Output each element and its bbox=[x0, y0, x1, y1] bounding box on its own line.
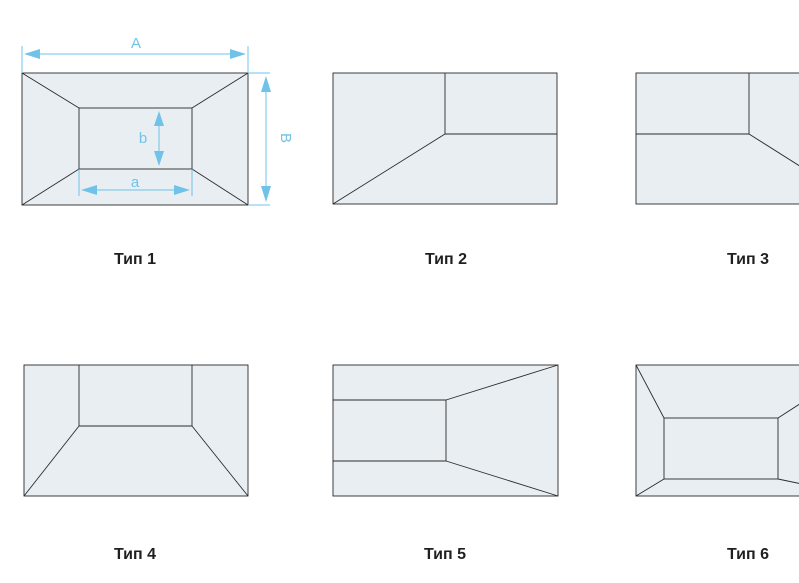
dimension-b-arrow-top bbox=[154, 111, 164, 126]
type-2-label: Тип 2 bbox=[425, 251, 467, 268]
type-4-outer-border bbox=[23, 364, 249, 497]
type-5-diagonal-bottom bbox=[445, 460, 559, 497]
type-3-outer-fill bbox=[636, 73, 799, 204]
type-4-outer-fill bbox=[24, 365, 248, 496]
dimension-a-label: a bbox=[131, 174, 140, 191]
dimension-B-arrow-top bbox=[261, 76, 271, 92]
type-5-label: Тип 5 bbox=[424, 546, 466, 563]
dimension-b-arrow-bottom bbox=[154, 151, 164, 166]
type-5-diagonal-top bbox=[445, 364, 559, 401]
type-6-label: Тип 6 bbox=[727, 546, 769, 563]
dimension-B: B bbox=[248, 72, 294, 206]
dimension-b-label: b bbox=[139, 130, 147, 147]
figure-type-2: Тип 2 bbox=[332, 72, 558, 268]
type-3-outer-border bbox=[635, 72, 799, 205]
type-6-diagonal-br bbox=[777, 478, 799, 484]
dimension-A-arrow-right bbox=[230, 49, 246, 59]
type-1-diagonal-br bbox=[191, 168, 249, 206]
type-6-inner-border bbox=[663, 417, 779, 480]
type-5-outer-border bbox=[332, 364, 559, 497]
dimension-A-arrow-left bbox=[24, 49, 40, 59]
type-6-outer-border bbox=[635, 364, 799, 497]
dimension-B-arrow-bottom bbox=[261, 186, 271, 202]
figure-type-5: Тип 5 bbox=[332, 364, 559, 563]
type-6-diagonal-tl bbox=[635, 364, 665, 419]
dimension-b: b bbox=[139, 111, 164, 166]
figure-type-1: A B b a Тип 1 bbox=[21, 35, 294, 268]
type-5-outer-fill bbox=[333, 365, 558, 496]
type-2-diagonal bbox=[332, 133, 446, 205]
type-1-outer-fill bbox=[22, 73, 248, 205]
type-4-label: Тип 4 bbox=[114, 546, 156, 563]
figure-type-4: Тип 4 bbox=[23, 364, 249, 563]
type-3-label: Тип 3 bbox=[727, 251, 769, 268]
dimension-a-arrow-left bbox=[81, 185, 97, 195]
type-1-diagonal-tr bbox=[191, 72, 249, 109]
dimension-A-label: A bbox=[131, 35, 141, 52]
dimension-B-label: B bbox=[277, 133, 294, 143]
dimension-a-arrow-right bbox=[174, 185, 190, 195]
type-6-diagonal-tr bbox=[777, 403, 799, 419]
type-1-outer-border bbox=[21, 72, 249, 206]
dimension-a: a bbox=[78, 169, 193, 196]
figure-type-3: Тип 3 bbox=[635, 72, 799, 268]
type-6-diagonal-bl bbox=[635, 478, 665, 497]
type-1-inner-border bbox=[78, 107, 193, 170]
type-4-diagonal-left bbox=[23, 425, 80, 497]
type-1-label: Тип 1 bbox=[114, 251, 156, 268]
type-6-outer-fill bbox=[636, 365, 799, 496]
type-1-diagonal-bl bbox=[21, 168, 80, 206]
type-3-diagonal bbox=[748, 133, 799, 167]
type-1-diagonal-tl bbox=[21, 72, 80, 109]
dimension-A: A bbox=[21, 35, 249, 73]
type-4-diagonal-right bbox=[191, 425, 249, 497]
figure-type-6: Тип 6 bbox=[635, 364, 799, 563]
